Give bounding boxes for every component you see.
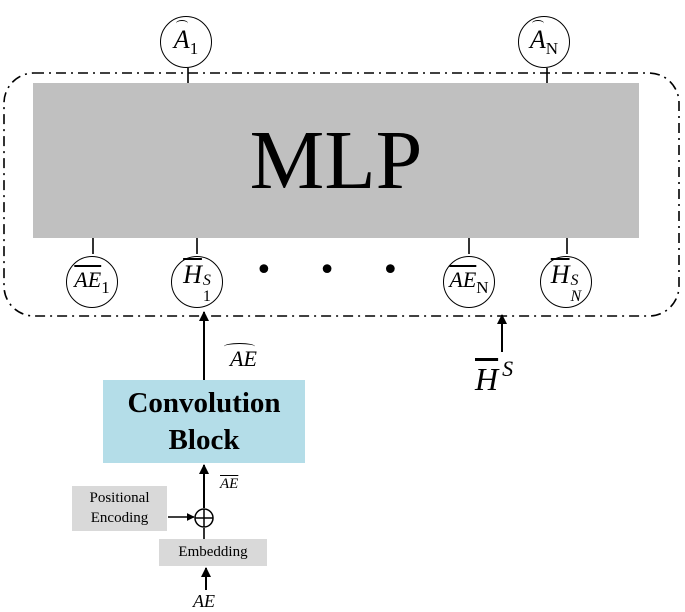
input-aen-sub: N bbox=[476, 277, 489, 297]
input-hn-base: H bbox=[550, 259, 570, 289]
output-an-base: A bbox=[529, 20, 546, 54]
output-node-a1: A1 bbox=[160, 16, 212, 68]
output-a1-base: A bbox=[173, 20, 190, 54]
output-a1-sub: 1 bbox=[189, 39, 199, 58]
input-aen-base: AE bbox=[449, 266, 477, 292]
conv-block-line1: Convolution bbox=[127, 387, 281, 420]
embedding-box: Embedding bbox=[159, 539, 267, 566]
positional-encoding-box: Positional Encoding bbox=[72, 486, 167, 531]
input-hn-sub: N bbox=[570, 287, 582, 305]
positional-encoding-line2: Encoding bbox=[90, 509, 149, 526]
embedding-label: Embedding bbox=[178, 543, 248, 560]
input-h1-base: H bbox=[183, 259, 202, 289]
edge-label-ae: AE bbox=[193, 591, 215, 611]
output-node-an: AN bbox=[518, 16, 570, 68]
mlp-label: MLP bbox=[249, 114, 423, 207]
mlp-enclosure bbox=[3, 72, 680, 317]
convolution-block: Convolution Block bbox=[103, 380, 305, 463]
ellipsis: • • • bbox=[255, 253, 418, 288]
mlp-block: MLP bbox=[33, 83, 639, 238]
positional-encoding-line1: Positional bbox=[89, 490, 150, 506]
input-hn-sup: S bbox=[570, 271, 579, 289]
input-h1-sub: 1 bbox=[202, 287, 211, 305]
input-h1-sup: S bbox=[202, 271, 211, 289]
input-node-ae1: AE1 bbox=[66, 256, 118, 308]
output-an-sub: N bbox=[545, 39, 559, 58]
edge-label-ae-bar: AE bbox=[220, 476, 239, 492]
input-node-aen: AEN bbox=[443, 256, 495, 308]
input-ae1-base: AE bbox=[74, 266, 102, 292]
conv-block-line2: Block bbox=[168, 423, 240, 456]
input-ae1-sub: 1 bbox=[101, 277, 110, 297]
edge-label-ae-hat: AE bbox=[222, 343, 257, 370]
